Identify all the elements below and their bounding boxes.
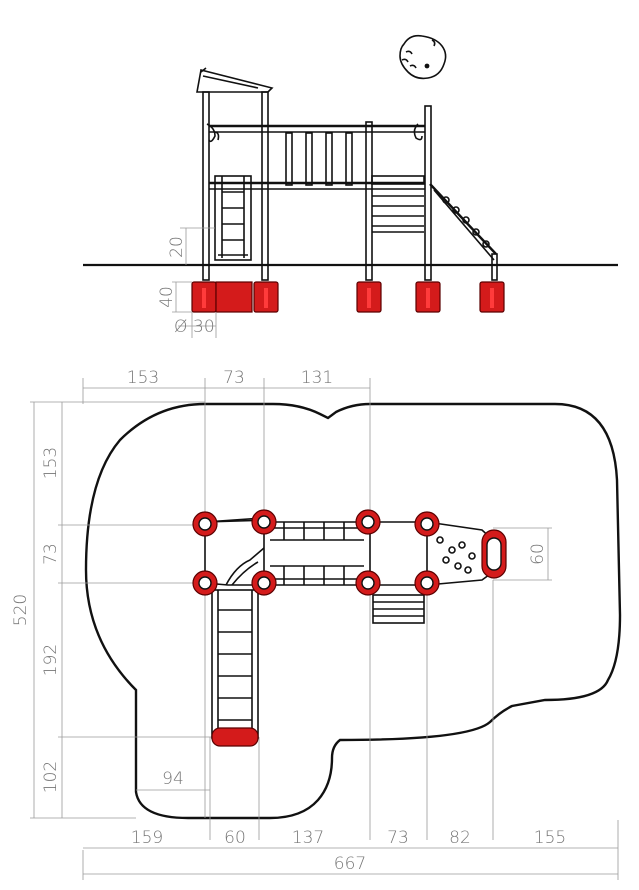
footings — [191, 281, 505, 313]
dim-bottom-1: 159 — [131, 828, 163, 848]
dim-top-2: 73 — [223, 368, 245, 388]
tower-posts — [202, 91, 432, 281]
safety-zone-outline — [84, 402, 622, 820]
dim-bottom-4: 73 — [387, 828, 409, 848]
plan-steps — [372, 594, 425, 624]
deck-structure — [206, 123, 425, 190]
roof — [196, 67, 274, 93]
dim-bottom-5: 82 — [449, 828, 471, 848]
platform-frame — [204, 517, 494, 586]
dim-top-3: 131 — [301, 368, 333, 388]
dim-inner: 94 — [162, 769, 184, 789]
tree-icon — [399, 34, 447, 80]
reference-lines — [30, 378, 619, 880]
dim-bottom-3: 137 — [292, 828, 324, 848]
dim-total-width: 667 — [334, 854, 366, 874]
dim-left-4: 102 — [41, 761, 61, 793]
dim-top-1: 153 — [127, 368, 159, 388]
dim-left-2: 73 — [41, 543, 61, 565]
plan-view: 153 73 131 153 73 192 102 520 60 94 159 … — [11, 368, 622, 880]
dim-bottom-2: 60 — [224, 828, 246, 848]
dim-left-1: 153 — [41, 447, 61, 479]
dim-diameter-symbol: Ø — [174, 317, 187, 337]
dim-depth: 40 — [157, 286, 177, 308]
dim-height-above: 20 — [167, 236, 187, 258]
plan-ladder — [211, 589, 259, 747]
dim-bottom-6: 155 — [534, 828, 566, 848]
plan-posts — [192, 509, 507, 596]
climbing-ramp — [429, 183, 498, 281]
side-elevation: 20 40 Ø 30 — [83, 34, 618, 338]
plan-dimensions: 153 73 131 153 73 192 102 520 60 94 159 … — [11, 368, 566, 874]
dim-left-3: 192 — [41, 644, 61, 676]
dim-total-height: 520 — [11, 594, 31, 626]
steps — [371, 175, 425, 233]
dim-diameter: 30 — [193, 317, 215, 337]
dim-right: 60 — [528, 543, 548, 565]
ladder — [214, 175, 252, 261]
side-dimensions: 20 40 Ø 30 — [157, 227, 217, 338]
